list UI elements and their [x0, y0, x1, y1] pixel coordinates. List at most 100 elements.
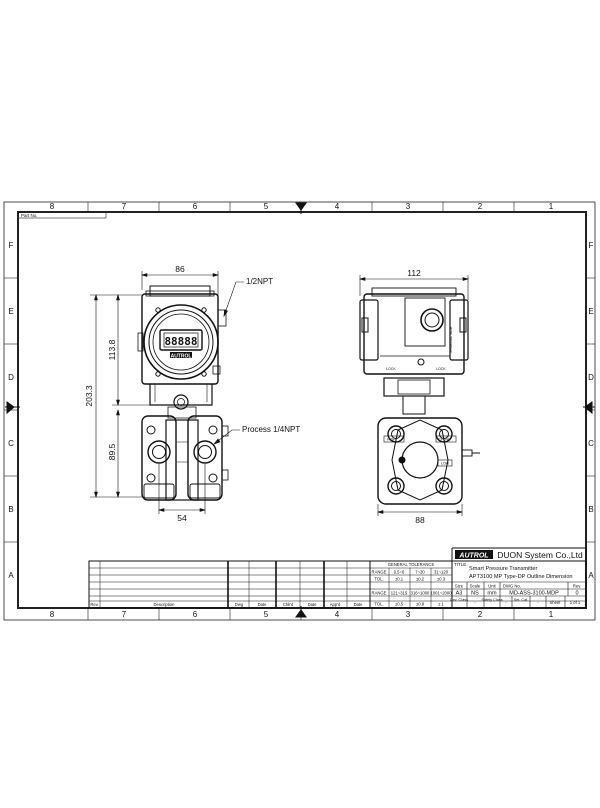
range-label-1: RANGE: [372, 570, 387, 575]
title-line2: APT3100 MP Type-DP Outline Dimension: [469, 574, 573, 580]
tol-cell: ±0.8: [416, 602, 425, 607]
footer-date: Date: [258, 602, 268, 607]
side-dimensions: [358, 275, 470, 516]
col-label-top: 1: [549, 202, 554, 211]
range-cell: 1001~2000: [430, 591, 452, 596]
col-label-top: 5: [264, 202, 269, 211]
front-view-display: 88888 AUTROL: [164, 335, 197, 360]
size-value: A3: [456, 591, 463, 597]
row-label-left: A: [8, 571, 14, 580]
tol-cell: ±0.3: [437, 577, 446, 582]
logo-box: [455, 550, 493, 559]
row-label-left: B: [8, 505, 13, 514]
callout-process: Process 1/4NPT: [242, 425, 300, 434]
tol-cell: ± 1: [438, 602, 444, 607]
unit-value: mm: [487, 591, 497, 597]
col-label-top: 8: [50, 202, 55, 211]
range-label-2: RANGE: [372, 591, 387, 596]
set-cat-value: -: [537, 600, 539, 605]
lock-right-label: LOCK: [436, 367, 446, 371]
col-label-bottom: 2: [478, 610, 483, 619]
range-cell: 31~120: [434, 570, 449, 575]
row-label-right: C: [588, 439, 594, 448]
dim-side-width: 112: [407, 268, 421, 278]
dim-front-lower-height: 89.5: [107, 443, 117, 460]
row-label-left: E: [8, 307, 13, 316]
tol-cell: ±0.5: [395, 602, 404, 607]
front-dimension-labels: 86 203.3 113.8 89.5 54 1/2NPT Process 1/…: [84, 264, 300, 523]
port-cpu-label: CPU/HI: [438, 438, 450, 442]
footer-date: Date: [308, 602, 318, 607]
frame-labels: 8 7 6 5 4 3 2 1 8 7 6 5 4 3 2 1 F E D C …: [8, 202, 594, 619]
col-label-bottom: 3: [406, 610, 411, 619]
port-low-label: LOW: [441, 462, 450, 466]
scale-label: Scale: [470, 584, 481, 589]
row-label-right: B: [588, 505, 593, 514]
tol-label-1: TOL.: [374, 577, 383, 582]
safety-class-value: -: [505, 600, 507, 605]
col-label-bottom: 5: [264, 610, 269, 619]
general-tolerance-header: GENERAL TOLERANCE: [388, 562, 435, 567]
range-cell: 7~30: [415, 570, 425, 575]
brand-badge: AUTROL: [171, 354, 192, 360]
rev-label: Rev.: [573, 584, 581, 589]
dim-side-bottom-width: 88: [415, 515, 425, 525]
col-label-bottom: 8: [50, 610, 55, 619]
scale-value: NS: [471, 591, 479, 597]
set-cat-label: Set. Cat.: [514, 598, 529, 602]
dim-front-width: 86: [175, 264, 185, 274]
row-label-left: F: [9, 241, 14, 250]
side-dimension-labels: 112 88: [407, 268, 425, 525]
dwg-no-label: DWG No.: [503, 584, 521, 589]
dim-front-upper-height: 113.8: [107, 339, 117, 360]
tol-cell: ±0.2: [416, 577, 425, 582]
lock-left-label: LOCK: [386, 367, 396, 371]
dim-front-bottom-width: 54: [177, 513, 187, 523]
sheet-value: 1 of 1: [570, 600, 581, 605]
company-name: DUON System Co.,Ltd: [497, 550, 583, 560]
range-cell: 121~315: [391, 591, 408, 596]
display-digits: 88888: [164, 335, 197, 348]
side-view: [359, 287, 480, 505]
front-dimensions: [90, 271, 244, 514]
row-label-left: C: [8, 439, 14, 448]
footer-appd: App'd: [330, 602, 341, 607]
footer-chkd: Chk'd: [283, 602, 294, 607]
row-label-right: F: [589, 241, 594, 250]
side-view-labels: LOCK LOCK TERMINAL SIDE HIGH CPU/HI LOW: [386, 326, 453, 466]
dev-class-value: -: [474, 600, 476, 605]
title-label: TITLE: [454, 562, 466, 567]
tol-cell: ±0.1: [395, 577, 404, 582]
title-block: [88, 547, 587, 609]
callout-conduit: 1/2NPT: [246, 277, 273, 286]
col-label-top: 3: [406, 202, 411, 211]
range-cell: 316~1000: [411, 591, 430, 596]
col-label-bottom: 7: [122, 610, 127, 619]
col-label-bottom: 4: [335, 610, 340, 619]
row-label-right: E: [588, 307, 593, 316]
row-label-left: D: [8, 373, 14, 382]
rev-value: 0: [575, 591, 578, 597]
part-no-label: Part No.: [21, 213, 38, 218]
footer-rev: Rev.: [90, 602, 98, 607]
row-label-right: A: [588, 571, 594, 580]
col-label-bottom: 6: [193, 610, 198, 619]
front-view: [137, 285, 229, 501]
sheet-label: Sheet: [550, 600, 562, 605]
col-label-top: 2: [478, 202, 483, 211]
safety-class-label: Safety Class: [481, 598, 502, 602]
dev-class-label: Dev. Class: [450, 598, 468, 602]
range-cell: 0.5~6: [394, 570, 405, 575]
title-line1: Smart Pressure Transmitter: [469, 566, 538, 572]
unit-label: Unit: [488, 584, 496, 589]
size-label: Size: [455, 584, 464, 589]
footer-date: Date: [354, 602, 364, 607]
row-label-right: D: [588, 373, 594, 382]
title-block-text: AUTROL DUON System Co.,Ltd TITLE Smart P…: [90, 550, 583, 607]
col-label-top: 4: [335, 202, 340, 211]
col-label-top: 6: [193, 202, 198, 211]
footer-description: Description: [154, 602, 176, 607]
footer-dwg: Dwg: [235, 602, 244, 607]
port-high-label: HIGH: [387, 438, 396, 442]
